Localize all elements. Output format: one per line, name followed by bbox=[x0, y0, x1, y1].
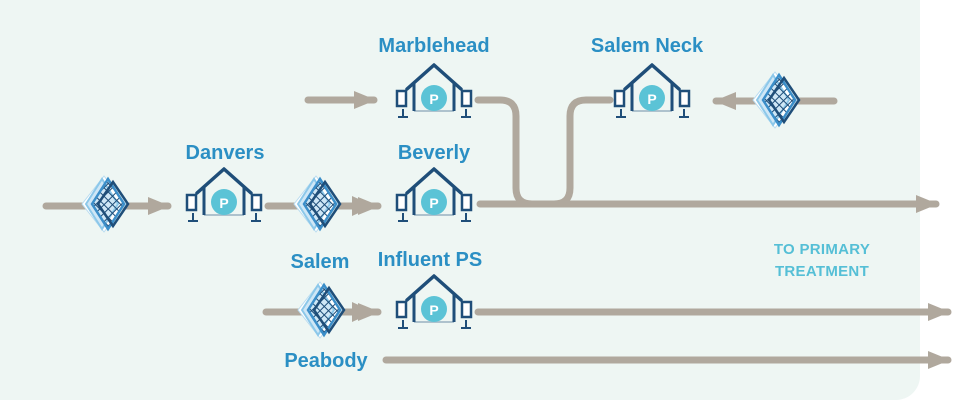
screen-arrowheads bbox=[352, 196, 374, 322]
destination-line-2: TREATMENT bbox=[774, 263, 870, 280]
station-label-danvers: Danvers bbox=[185, 142, 265, 164]
pump-badge-salem-neck: P bbox=[647, 91, 656, 107]
salem-neck-force-main bbox=[536, 96, 614, 208]
pump-badge-beverly: P bbox=[429, 195, 438, 211]
pump-station-icon: P bbox=[613, 63, 691, 119]
station-label-salem-neck: Salem Neck bbox=[590, 35, 704, 57]
bar-screen-icon bbox=[292, 174, 342, 234]
marblehead-force-main bbox=[474, 96, 550, 208]
destination-label: TO PRIMARY TREATMENT bbox=[774, 239, 870, 283]
flow-arrow bbox=[352, 302, 374, 322]
station-label-beverly: Beverly bbox=[397, 142, 471, 164]
pipes bbox=[42, 91, 952, 369]
pump-badge-marblehead: P bbox=[429, 91, 438, 107]
pump-station-icon: P bbox=[395, 63, 473, 119]
bar-screen-icon bbox=[296, 280, 346, 340]
source-label-peabody: Peabody bbox=[284, 350, 368, 372]
destination-line-1: TO PRIMARY bbox=[773, 241, 871, 258]
pump-station-icon: P bbox=[395, 167, 473, 223]
pump-station-icon: P bbox=[185, 167, 263, 223]
bar-screen-icon bbox=[80, 174, 130, 234]
pump-badge-danvers: P bbox=[219, 195, 228, 211]
pump-badge-influent-ps: P bbox=[429, 302, 438, 318]
pump-station-icon: P bbox=[395, 274, 473, 330]
bar-screen-icon bbox=[751, 70, 801, 130]
station-label-marblehead: Marblehead bbox=[378, 35, 490, 57]
flow-arrow bbox=[352, 196, 374, 216]
source-label-salem: Salem bbox=[290, 251, 350, 273]
station-label-influent-ps: Influent PS bbox=[377, 249, 483, 271]
